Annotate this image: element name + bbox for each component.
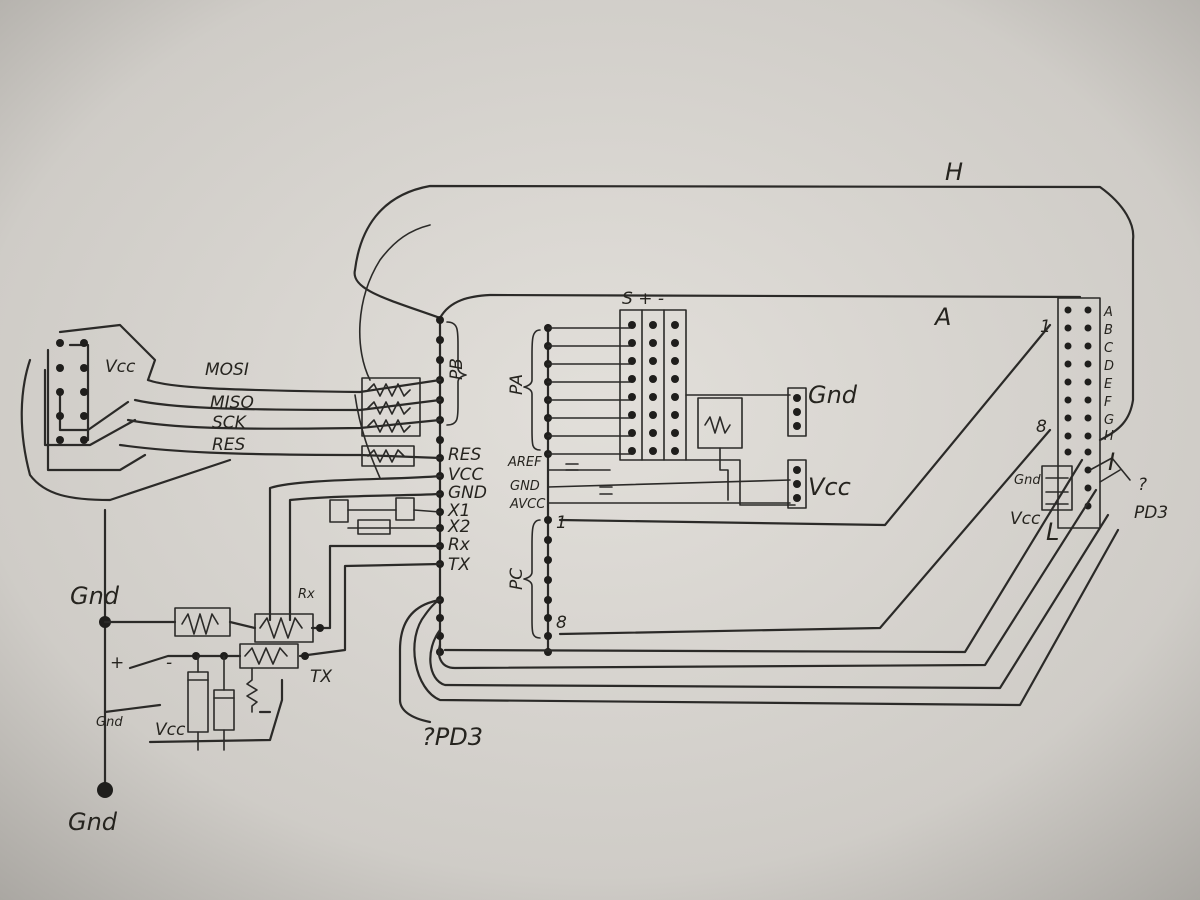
label-gnd-bottom: Gnd bbox=[68, 808, 118, 836]
wire-a bbox=[438, 293, 1082, 320]
wire-connector-diag-2 bbox=[558, 428, 1052, 636]
wire-bottom-1 bbox=[443, 458, 1084, 654]
label-vcc-right: Vcc bbox=[808, 473, 851, 501]
connector-letters: A B C D E F G H bbox=[1103, 305, 1114, 444]
label-l: L bbox=[1046, 518, 1059, 546]
right-connector bbox=[1041, 297, 1101, 529]
isp-resistor-pack bbox=[354, 377, 421, 479]
pa-lines bbox=[547, 327, 631, 455]
wire-bottom-4 bbox=[413, 528, 1120, 707]
label-conn-8: 8 bbox=[1036, 417, 1047, 437]
label-q-right: ? bbox=[1138, 475, 1147, 495]
vcc-connector-right bbox=[787, 459, 807, 509]
label-gnd-conn: Gnd bbox=[1014, 473, 1041, 488]
label-pc: PC bbox=[507, 568, 527, 590]
wire-pd3-bottom bbox=[398, 598, 442, 724]
label-mosi: MOSI bbox=[205, 360, 249, 380]
regulator-block bbox=[685, 394, 796, 506]
label-conn-g: G bbox=[1104, 413, 1114, 428]
label-pd3-right: PD3 bbox=[1134, 503, 1168, 523]
wire-h-loop bbox=[353, 184, 1135, 442]
wire-pd3-right bbox=[1089, 457, 1131, 481]
label-gnd-small: Gnd bbox=[96, 715, 123, 730]
label-miso: MISO bbox=[210, 393, 254, 413]
label-pc-1: 1 bbox=[556, 513, 567, 533]
label-gnd-right: Gnd bbox=[808, 381, 858, 409]
wire-bottom-2 bbox=[437, 488, 1098, 670]
servo-header-block bbox=[619, 309, 687, 461]
label-x1: X1 bbox=[447, 501, 470, 521]
label-gnd-pin: GND bbox=[448, 483, 487, 503]
label-pb: PB bbox=[447, 358, 467, 380]
label-conn-b: B bbox=[1104, 323, 1113, 338]
pb-brace bbox=[446, 321, 467, 426]
label-conn-c: C bbox=[1104, 341, 1114, 356]
pa-brace bbox=[523, 329, 541, 451]
labels: H A Vcc MOSI MISO SCK RES PB RES VCC GND… bbox=[68, 158, 1168, 836]
label-conn-1: 1 bbox=[1040, 317, 1051, 337]
wire-gnd-left bbox=[288, 492, 442, 622]
label-gnd-left: Gnd bbox=[70, 582, 120, 610]
label-minus: - bbox=[166, 653, 172, 673]
label-pa: PA bbox=[507, 374, 527, 395]
label-x2: X2 bbox=[447, 517, 470, 537]
pc-brace bbox=[523, 519, 541, 639]
label-plus: + bbox=[110, 653, 124, 673]
label-h: H bbox=[945, 158, 963, 186]
label-rx-small: Rx bbox=[298, 587, 315, 602]
label-conn-d: D bbox=[1104, 359, 1114, 374]
isp-header bbox=[20, 323, 232, 502]
label-res-pin: RES bbox=[448, 445, 482, 465]
aref-avcc-lines bbox=[547, 463, 791, 504]
wire-h-inner bbox=[358, 224, 431, 381]
label-pd3-bottom: ?PD3 bbox=[422, 723, 483, 751]
label-i: I bbox=[1108, 448, 1115, 476]
label-a: A bbox=[933, 303, 951, 331]
label-pc-8: 8 bbox=[556, 613, 567, 633]
label-vcc-isp: Vcc bbox=[105, 357, 136, 377]
gnd-connector-right bbox=[787, 387, 807, 437]
label-vcc-pin: VCC bbox=[448, 465, 483, 485]
label-tx-small: TX bbox=[310, 667, 332, 687]
crystal-section bbox=[329, 497, 441, 535]
label-rx-pin: Rx bbox=[448, 535, 471, 555]
isp-signal-lines bbox=[118, 378, 442, 460]
label-conn-a: A bbox=[1103, 305, 1113, 320]
label-conn-h: H bbox=[1104, 429, 1114, 444]
wire-tx bbox=[298, 562, 442, 658]
label-aref: AREF bbox=[507, 455, 542, 470]
label-sck: SCK bbox=[212, 413, 248, 433]
label-res-isp: RES bbox=[212, 435, 246, 455]
wire-connector-diag-1 bbox=[558, 323, 1052, 527]
wire-i-stub bbox=[1099, 469, 1121, 483]
label-s-plus-minus: S + - bbox=[622, 289, 664, 309]
label-vcc-small: Vcc bbox=[155, 720, 186, 740]
label-avcc: AVCC bbox=[509, 497, 546, 512]
label-gnd2: GND bbox=[510, 479, 540, 494]
label-conn-e: E bbox=[1104, 377, 1113, 392]
wire-vcc-left bbox=[268, 474, 442, 622]
label-tx-pin: TX bbox=[448, 555, 470, 575]
left-power-circuit bbox=[97, 508, 324, 798]
label-conn-f: F bbox=[1104, 395, 1112, 410]
label-vcc-conn: Vcc bbox=[1010, 509, 1041, 529]
wire-bottom-3 bbox=[429, 513, 1110, 690]
